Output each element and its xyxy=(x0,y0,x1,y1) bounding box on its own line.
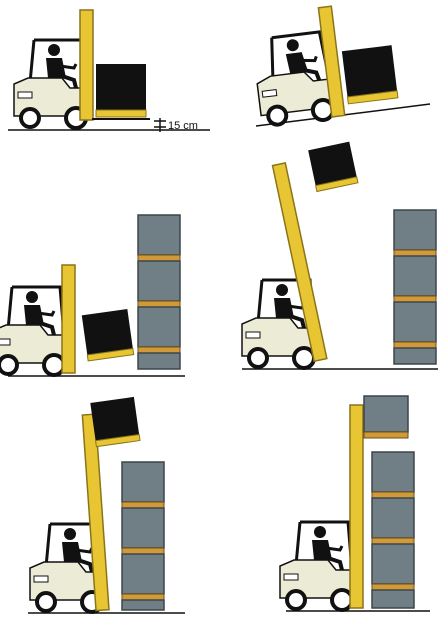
rack-column xyxy=(122,462,164,610)
rack-column xyxy=(394,210,436,364)
panel-travel-low: 15 cm xyxy=(8,10,210,132)
panel-approach-rack xyxy=(0,215,185,376)
rack-column xyxy=(138,215,180,369)
panel-position-over-rack xyxy=(28,397,185,613)
panel-slope-travel xyxy=(249,0,430,128)
panel-load-placed xyxy=(280,396,430,611)
rack-column xyxy=(372,452,414,608)
panel-raise-load xyxy=(242,142,438,369)
fork-height-label: 15 cm xyxy=(168,120,198,132)
